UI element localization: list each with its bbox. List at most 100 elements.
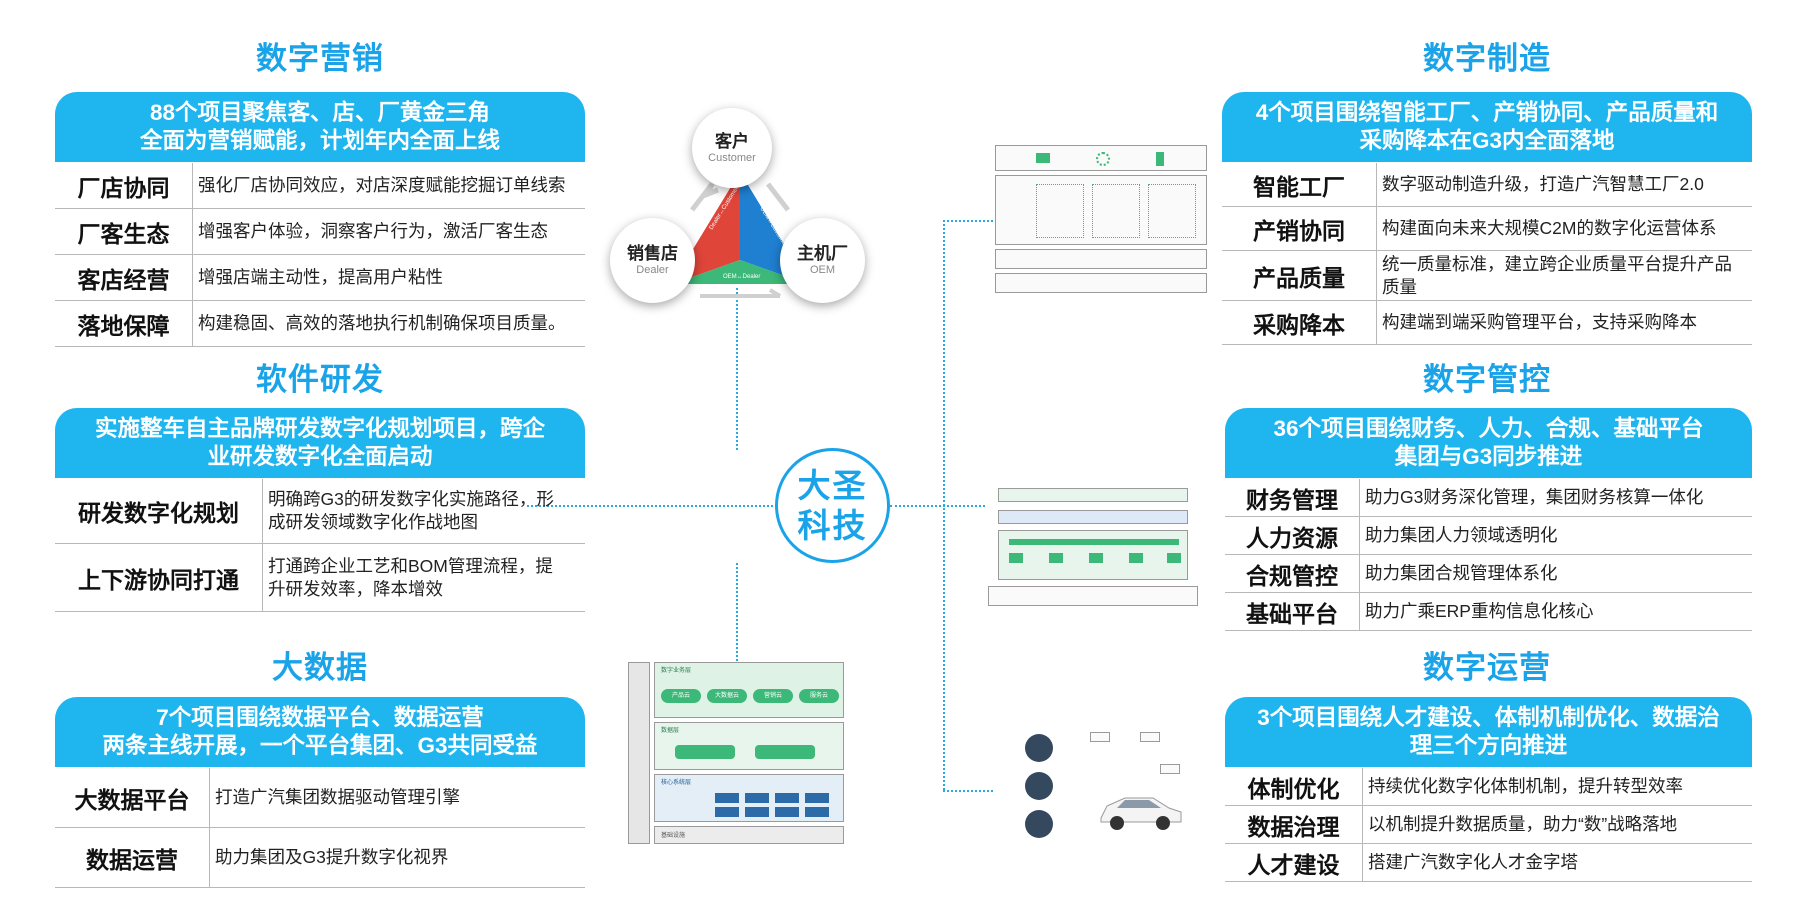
control-banner-line2: 集团与G3同步推进 [1394,444,1583,469]
row-desc: 助力集团及G3提升数字化视界 [215,847,449,867]
row-desc: 统一质量标准，建立跨企业质量平台提升产品 质量 [1377,253,1732,299]
row-label: 落地保障 [55,301,193,346]
row-label: 厂店协同 [55,163,193,208]
operation-row: 体制优化 持续优化数字化体制机制，提升转型效率 [1225,768,1752,806]
manufacturing-banner: 4个项目围绕智能工厂、产销协同、产品质量和 采购降本在G3内全面落地 [1222,92,1752,162]
row-label: 人才建设 [1225,844,1363,881]
row-label: 客店经营 [55,255,193,300]
manufacturing-banner-line1: 4个项目围绕智能工厂、产销协同、产品质量和 [1255,100,1719,125]
layer-label: 数据层 [661,727,680,734]
manufacturing-row: 采购降本 构建端到端采购管理平台，支持采购降本 [1222,301,1752,345]
node-dealer-en: Dealer [636,264,669,276]
center-hub-line2: 科技 [797,506,868,544]
manufacturing-banner-line2: 采购降本在G3内全面落地 [1359,128,1615,153]
row-desc-line: 质量 [1382,276,1417,297]
control-banner: 36个项目围绕财务、人力、合规、基础平台 集团与G3同步推进 [1225,408,1752,478]
node-oem-en: OEM [809,264,836,276]
bigdata-banner-line1: 7个项目围绕数据平台、数据运营 [156,705,484,730]
center-hub-line1: 大圣 [797,466,868,504]
node-dealer-cn: 销售店 [627,244,678,263]
row-desc: 增强客户体验，洞察客户行为，激活厂客生态 [198,221,548,241]
row-desc-line: 统一质量标准，建立跨企业质量平台提升产品 [1382,253,1732,274]
row-desc: 助力集团合规管理体系化 [1365,563,1558,583]
manufacturing-thumbnail [995,145,1207,295]
arrow-left-icon [690,182,719,212]
row-label: 智能工厂 [1222,163,1377,206]
row-desc: 助力集团人力领域透明化 [1365,525,1558,545]
rnd-banner-line1: 实施整车自主品牌研发数字化规划项目，跨企 [94,416,545,441]
car-icon [1100,797,1182,830]
layer-label: 数字业务层 [661,667,692,674]
row-desc: 构建面向未来大规模C2M的数字化运营体系 [1377,217,1716,240]
bigdata-banner: 7个项目围绕数据平台、数据运营 两条主线开展，一个平台集团、G3共同受益 [55,697,585,767]
row-desc: 打通跨企业工艺和BOM管理流程，提 升研发效率，降本增效 [263,555,553,601]
control-row: 合规管控 助力集团合规管理体系化 [1225,555,1752,593]
biz-pill: 服务云 [799,689,839,703]
row-label: 财务管理 [1225,479,1360,516]
node-customer-cn: 客户 [715,131,749,151]
bigdata-architecture-thumbnail: 数字业务层 产品云 大数据云 营销云 服务云 数据层 核心系统层 基础设施 [628,662,850,844]
node-dealer: 销售店 Dealer [610,218,695,303]
manufacturing-row: 智能工厂 数字驱动制造升级，打造广汽智慧工厂2.0 [1222,163,1752,207]
row-desc: 打造广汽集团数据驱动管理引擎 [215,787,460,807]
operation-banner: 3个项目围绕人才建设、体制机制优化、数据治 理三个方向推进 [1225,697,1752,767]
row-desc: 构建端到端采购管理平台，支持采购降本 [1377,311,1697,334]
node-customer-en: Customer [708,151,756,164]
row-desc: 以机制提升数据质量，助力“数”战略落地 [1368,814,1678,834]
row-label: 采购降本 [1222,301,1377,344]
row-label: 基础平台 [1225,593,1360,630]
center-hub: 大圣 科技 [775,448,890,563]
connector-manufacturing [943,220,993,222]
operation-row: 人才建设 搭建广汽数字化人才金字塔 [1225,844,1752,882]
marketing-row: 厂店协同 强化厂店协同效应，对店深度赋能挖掘订单线索 [55,163,585,209]
row-desc: 助力广乘ERP重构信息化核心 [1365,601,1594,621]
layer-label: 基础设施 [661,832,686,839]
operation-row: 数据治理 以机制提升数据质量，助力“数”战略落地 [1225,806,1752,844]
row-desc: 增强店端主动性，提高用户粘性 [198,267,443,287]
rnd-banner: 实施整车自主品牌研发数字化规划项目，跨企 业研发数字化全面启动 [55,408,585,478]
row-desc: 助力G3财务深化管理，集团财务核算一体化 [1365,487,1704,507]
row-desc: 持续优化数字化体制机制，提升转型效率 [1368,776,1683,796]
rnd-row: 上下游协同打通 打通跨企业工艺和BOM管理流程，提 升研发效率，降本增效 [55,544,585,612]
bigdata-row: 数据运营 助力集团及G3提升数字化视界 [55,828,585,888]
operation-thumbnail [990,728,1190,838]
connector-vertical-bottom [736,563,738,685]
row-desc-line: 成研发领域数字化作战地图 [268,512,478,532]
marketing-row: 落地保障 构建稳固、高效的落地执行机制确保项目质量。 [55,301,585,347]
row-label: 数据治理 [1225,806,1363,843]
row-label: 体制优化 [1225,768,1363,805]
marketing-row: 客店经营 增强店端主动性，提高用户粘性 [55,255,585,301]
node-oem: 主机厂 OEM [780,218,865,303]
manufacturing-row: 产销协同 构建面向未来大规模C2M的数字化运营体系 [1222,207,1752,251]
row-label: 产销协同 [1222,207,1377,250]
row-desc: 构建稳固、高效的落地执行机制确保项目质量。 [198,313,566,333]
control-row: 财务管理 助力G3财务深化管理，集团财务核算一体化 [1225,479,1752,517]
control-row: 人力资源 助力集团人力领域透明化 [1225,517,1752,555]
node-customer: 客户 Customer [692,108,772,188]
row-desc-line: 构建端到端采购管理平台，支持采购降本 [1382,312,1697,332]
operation-banner-line1: 3个项目围绕人才建设、体制机制优化、数据治 [1257,705,1720,730]
connector-control [890,505,985,507]
row-label: 合规管控 [1225,555,1360,592]
layer-label: 核心系统层 [661,779,692,786]
rnd-row: 研发数字化规划 明确跨G3的研发数字化实施路径，形 成研发领域数字化作战地图 [55,479,585,544]
row-desc: 搭建广汽数字化人才金字塔 [1368,852,1578,872]
connector-vertical-top [736,280,738,450]
operation-banner-line2: 理三个方向推进 [1409,733,1568,758]
row-desc: 数字驱动制造升级，打造广汽智慧工厂2.0 [1377,173,1704,196]
marketing-banner-line2: 全面为营销赋能，计划年内全面上线 [139,128,500,153]
rnd-title: 软件研发 [256,362,384,397]
bigdata-banner-line2: 两条主线开展，一个平台集团、G3共同受益 [102,733,538,758]
row-label: 研发数字化规划 [55,479,263,543]
arrow-bottom-icon [700,288,782,298]
row-label: 产品质量 [1222,251,1377,300]
row-label: 厂客生态 [55,209,193,254]
marketing-title: 数字营销 [256,41,384,76]
marketing-row: 厂客生态 增强客户体验，洞察客户行为，激活厂客生态 [55,209,585,255]
row-desc: 强化厂店协同效应，对店深度赋能挖掘订单线索 [198,175,566,195]
inner-label-bottom: OEM↔Dealer [723,274,760,280]
row-label: 上下游协同打通 [55,544,263,611]
biz-pill: 大数据云 [707,689,747,703]
arrow-right-icon [766,182,790,212]
control-row: 基础平台 助力广乘ERP重构信息化核心 [1225,593,1752,631]
